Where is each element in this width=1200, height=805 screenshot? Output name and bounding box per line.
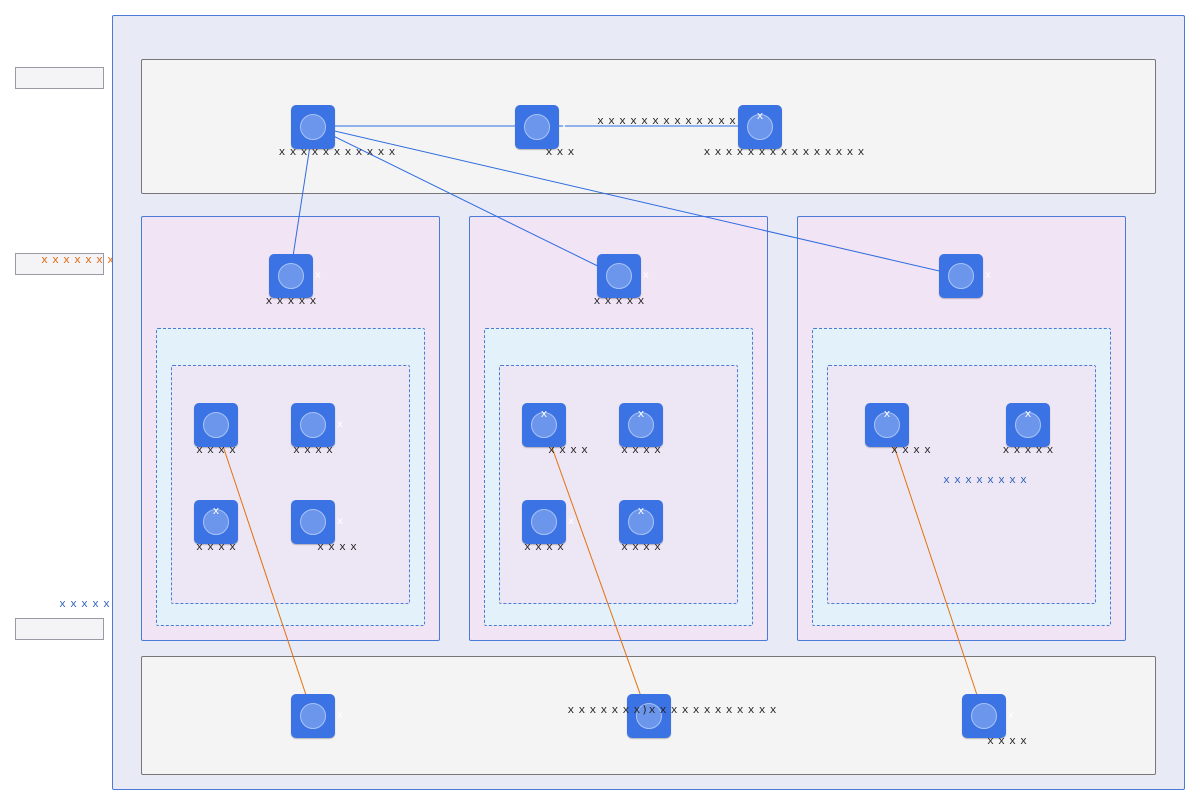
zone-1-node-4-label: ｘｘｘｘ (315, 540, 359, 554)
top-node-c[interactable]: ｘ (738, 105, 782, 149)
zone-3-head-node[interactable]: ｘ (939, 254, 983, 298)
top-node-b[interactable]: ｘ (515, 105, 559, 149)
zone-2-head-label: ｘｘｘｘｘ (592, 294, 647, 308)
node-side-mark: ｘ (559, 117, 569, 132)
node-icon (971, 703, 997, 729)
node-side-mark: ｘ (313, 266, 323, 281)
top-node-a-label: ｘｘｘｘｘｘｘｘｘｘｘ (277, 145, 398, 159)
zone-1-node-2-label: ｘｘｘｘ (291, 443, 335, 457)
zone-2-node-2[interactable]: ｘ (619, 403, 663, 447)
edge-zone1-to-bottom (216, 425, 313, 716)
zone-1-head-label: ｘｘｘｘｘ (264, 294, 319, 308)
zone-1-node-1[interactable] (194, 403, 238, 447)
edge-zone3-to-bottom (887, 425, 984, 716)
zone-3-node-2[interactable]: ｘ (1006, 403, 1050, 447)
zone-2-node-3-label: ｘｘｘｘ (522, 540, 566, 554)
zone-3-node-1-label: ｘｘｘｘ (889, 443, 933, 457)
zone-2-node-4[interactable]: ｘ (619, 500, 663, 544)
bottom-node-3-label: ｘｘｘｘ (985, 734, 1029, 748)
zone-3-subnet-note: ｘｘｘｘｘｘｘｘ (941, 471, 1029, 487)
bottom-node-1[interactable]: ｘ (291, 694, 335, 738)
zone-2-node-1-label: ｘｘｘｘ (546, 443, 590, 457)
node-icon (300, 114, 326, 140)
zone-1-node-4[interactable]: ｘ (291, 500, 335, 544)
top-node-a[interactable] (291, 105, 335, 149)
node-side-mark: ｘ (335, 415, 345, 430)
zone-2-node-4-label: ｘｘｘｘ (619, 540, 663, 554)
bottom-node-2-label: ｘｘｘｘｘｘｘ)ｘｘｘｘｘｘｘｘｘｘｘｘ (565, 703, 778, 717)
node-glyph: ｘ (207, 504, 225, 518)
zone-1-node-1-label: ｘｘｘｘ (194, 443, 238, 457)
node-side-mark: ｘ (1006, 706, 1016, 721)
zone-1-node-2[interactable]: ｘ (291, 403, 335, 447)
node-icon (300, 509, 326, 535)
node-glyph: ｘ (632, 504, 650, 518)
zone-1-node-3-label: ｘｘｘｘ (194, 540, 238, 554)
top-edge-label: ｘｘｘｘｘｘｘｘｘｘｘｘｘｘ (595, 114, 749, 128)
zone-2-node-2-label: ｘｘｘｘ (619, 443, 663, 457)
node-glyph: ｘ (1019, 407, 1037, 421)
node-glyph: ｘ (878, 407, 896, 421)
zone-2-node-1[interactable]: ｘ (522, 403, 566, 447)
node-icon (300, 703, 326, 729)
node-glyph: ｘ (535, 407, 553, 421)
top-node-c-label: ｘｘｘｘｘｘｘｘｘｘｘｘｘｘｘ (702, 145, 867, 159)
node-icon (524, 114, 550, 140)
node-icon (606, 263, 632, 289)
node-side-mark: ｘ (983, 266, 993, 281)
zone-1-head-node[interactable]: ｘ (269, 254, 313, 298)
node-side-mark: ｘ (335, 706, 345, 721)
node-icon (278, 263, 304, 289)
node-side-mark: ｘ (335, 512, 345, 527)
node-side-mark: ｘ (641, 266, 651, 281)
node-side-mark: ｘ (566, 512, 576, 527)
bottom-node-3[interactable]: ｘ (962, 694, 1006, 738)
node-icon (531, 509, 557, 535)
zone-1-node-3[interactable]: ｘ (194, 500, 238, 544)
edge-zone2-to-bottom (544, 425, 648, 716)
node-glyph: ｘ (751, 109, 769, 123)
node-icon (300, 412, 326, 438)
zone-2-node-3[interactable]: ｘ (522, 500, 566, 544)
top-node-b-label: ｘｘｘ (544, 145, 577, 159)
node-icon (948, 263, 974, 289)
node-glyph: ｘ (632, 407, 650, 421)
node-icon (203, 412, 229, 438)
zone-3-node-1[interactable]: ｘ (865, 403, 909, 447)
zone-2-head-node[interactable]: ｘ (597, 254, 641, 298)
zone-3-node-2-label: ｘｘｘｘｘ (1001, 443, 1056, 457)
